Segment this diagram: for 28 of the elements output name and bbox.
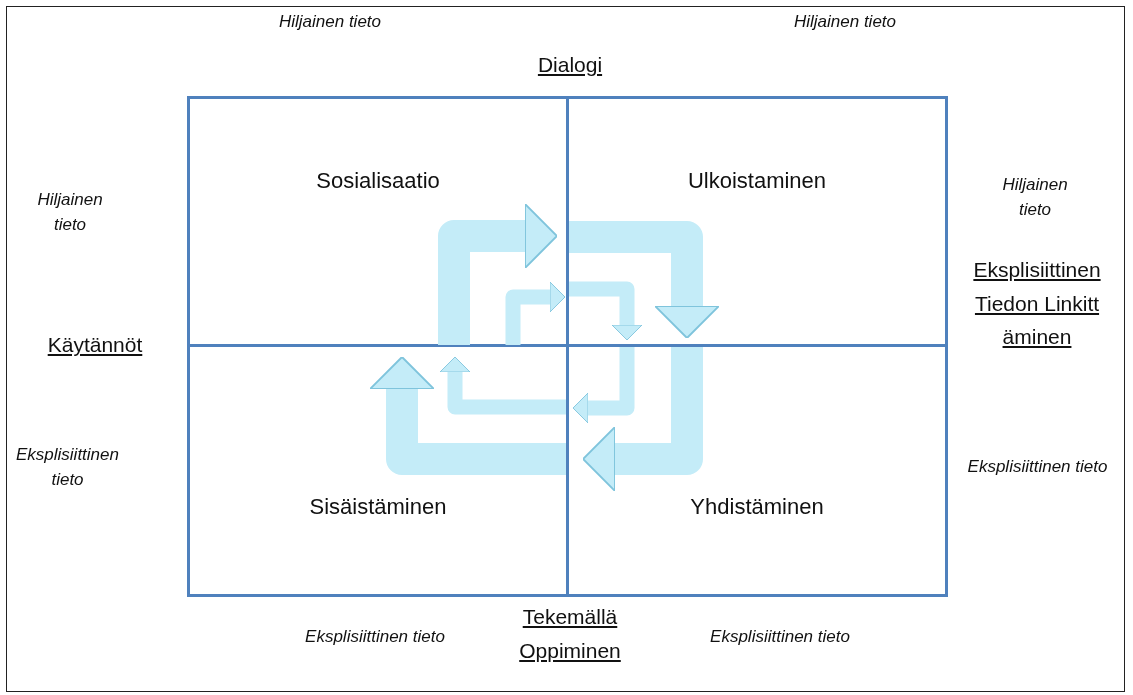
block-arrow [582, 347, 703, 492]
block-arrow [569, 281, 643, 341]
knowledge-type-label: Hiljainen tieto [1001, 174, 1069, 221]
block-arrow [438, 203, 558, 345]
quadrant-box [187, 344, 569, 597]
knowledge-type-label: Hiljainen tieto [36, 189, 104, 236]
knowledge-type-label: Eksplisiittinen tieto [15, 444, 120, 491]
knowledge-type-label: Eksplisiittinen tieto [966, 456, 1109, 478]
block-arrow [505, 281, 566, 345]
knowledge-type-label: Hiljainen tieto [277, 11, 383, 33]
knowledge-type-label: Eksplisiittinen tieto [304, 626, 446, 648]
knowledge-type-label: Eksplisiittinen tieto [709, 626, 851, 648]
quadrant-title: Sosialisaatio [316, 168, 440, 194]
block-arrow [569, 221, 720, 339]
knowledge-type-label: Hiljainen tieto [792, 11, 898, 33]
quadrant-box [566, 344, 948, 597]
quadrant-title: Yhdistäminen [690, 494, 824, 520]
axis-heading: Tekemällä Oppiminen [518, 604, 622, 664]
quadrant-title: Sisäistäminen [309, 494, 447, 520]
quadrant-title: Ulkoistaminen [687, 168, 827, 194]
block-arrow [439, 356, 566, 415]
axis-heading: Dialogi [536, 52, 604, 78]
block-arrow [369, 356, 566, 475]
quadrant-box [187, 96, 569, 347]
quadrant-box [566, 96, 948, 347]
block-arrow [572, 347, 635, 424]
axis-heading: Eksplisiittinen Tiedon Linkittäminen [972, 257, 1102, 351]
axis-heading: Käytännöt [46, 332, 144, 358]
